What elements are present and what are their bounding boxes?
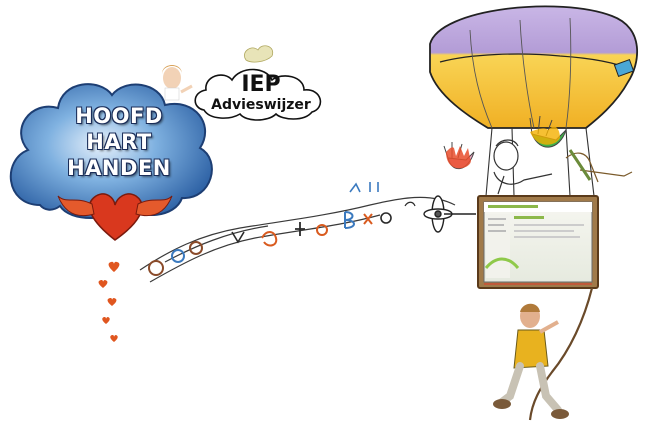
logo-subtitle: Advieswijzer	[211, 97, 311, 113]
small-hearts-icon	[98, 261, 120, 342]
propeller-icon	[423, 195, 476, 233]
logo-title: IEP	[241, 72, 281, 97]
screen-basket-icon	[477, 195, 599, 289]
letter-stream-icon	[139, 182, 456, 283]
heart-icon	[57, 193, 173, 241]
cloud-title: HOOFD HART HANDEN	[44, 103, 194, 181]
rope-icon	[528, 287, 594, 421]
logo-cloud-icon	[194, 45, 322, 121]
child-figure-icon	[493, 303, 569, 419]
iep-logo: IEP Advieswijzer	[200, 74, 322, 114]
girl-figure-icon	[162, 65, 193, 101]
hot-air-balloon-icon	[429, 5, 638, 197]
sketched-figure-icon	[493, 139, 633, 195]
cloud-word-hoofd: HOOFD	[75, 104, 163, 128]
cloud-word-hart: HART	[86, 130, 152, 154]
cloud-word-handen: HANDEN	[67, 156, 171, 180]
painted-hands-icon	[443, 115, 567, 169]
